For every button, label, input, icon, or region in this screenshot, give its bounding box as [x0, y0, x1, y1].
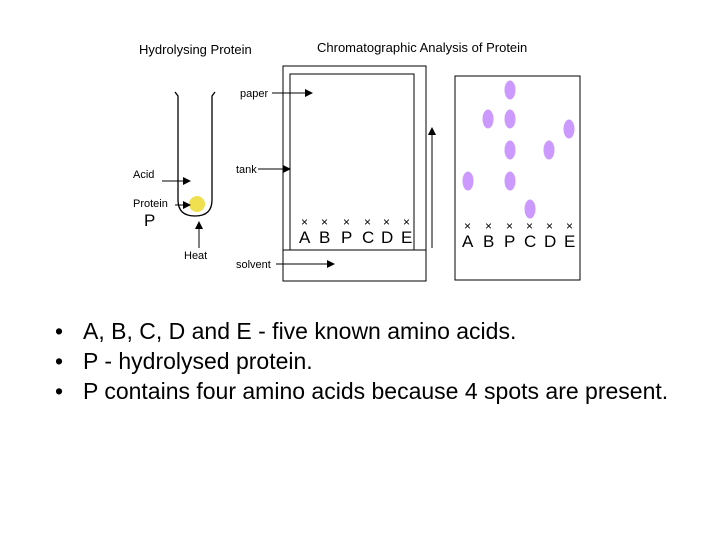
tank-origin-cross: × — [364, 215, 372, 229]
protein-label: Protein — [133, 198, 168, 210]
chrom-origin-cross: × — [566, 219, 574, 233]
amino-acid-spot — [563, 119, 575, 139]
bullet-dot: • — [55, 378, 64, 404]
heat-label: Heat — [184, 250, 208, 262]
chrom-origin-cross: × — [464, 219, 472, 233]
tank-label: tank — [236, 164, 257, 176]
tank-origin-cross: × — [403, 215, 411, 229]
chrom-lane-c: C — [524, 232, 537, 251]
heading-chromatographic: Chromatographic Analysis of Protein — [317, 40, 528, 55]
test-tube — [174, 91, 216, 217]
bullet-dot: • — [55, 318, 64, 344]
amino-acid-spot — [504, 140, 516, 160]
tank-lane-e: E — [401, 228, 413, 247]
chromatography-diagram — [162, 65, 581, 282]
amino-acid-spot — [462, 171, 474, 191]
chrom-origin-cross: × — [526, 219, 534, 233]
chrom-lane-p: P — [504, 232, 516, 251]
chromatogram-frame — [454, 75, 581, 281]
bullet-text: P - hydrolysed protein. — [83, 348, 313, 374]
bullet-item: • P contains four amino acids because 4 s… — [55, 376, 705, 406]
tank-lane-p: P — [341, 228, 353, 247]
chrom-origin-cross: × — [485, 219, 493, 233]
tank-origin-cross: × — [343, 215, 351, 229]
chrom-origin-cross: × — [506, 219, 514, 233]
amino-acid-spot — [543, 140, 555, 160]
amino-acid-spot — [504, 80, 516, 100]
chrom-lane-b: B — [483, 232, 495, 251]
paper-sheet — [289, 73, 415, 251]
tank-origin-cross: × — [301, 215, 309, 229]
tank-lane-c: C — [362, 228, 375, 247]
p-label: P — [144, 211, 156, 230]
amino-acid-spots — [462, 80, 575, 219]
tank-origin-cross: × — [383, 215, 391, 229]
tank-origin-cross: × — [321, 215, 329, 229]
chrom-origin-cross: × — [546, 219, 554, 233]
bullet-item: • A, B, C, D and E - five known amino aci… — [55, 316, 705, 346]
chrom-lane-e: E — [564, 232, 576, 251]
amino-acid-spot — [504, 109, 516, 129]
bullet-dot: • — [55, 348, 64, 374]
bullet-item: • P - hydrolysed protein. — [55, 346, 705, 376]
acid-label: Acid — [133, 169, 155, 181]
bullet-text: P contains four amino acids because 4 sp… — [83, 378, 669, 404]
tank-outer — [282, 65, 427, 282]
heading-hydrolysing: Hydrolysing Protein — [139, 42, 252, 57]
tank-lane-d: D — [381, 228, 394, 247]
solvent-label: solvent — [236, 259, 271, 271]
tank-lane-a: A — [299, 228, 311, 247]
explanation-list: • A, B, C, D and E - five known amino aci… — [55, 316, 705, 406]
amino-acid-spot — [482, 109, 494, 129]
bullet-text: A, B, C, D and E - five known amino acid… — [83, 318, 517, 344]
tank-lane-b: B — [319, 228, 331, 247]
paper-label: paper — [240, 88, 269, 100]
chrom-lane-d: D — [544, 232, 557, 251]
chrom-lane-a: A — [462, 232, 474, 251]
amino-acid-spot — [524, 199, 536, 219]
protein-mixture-dot — [189, 196, 205, 212]
amino-acid-spot — [504, 171, 516, 191]
